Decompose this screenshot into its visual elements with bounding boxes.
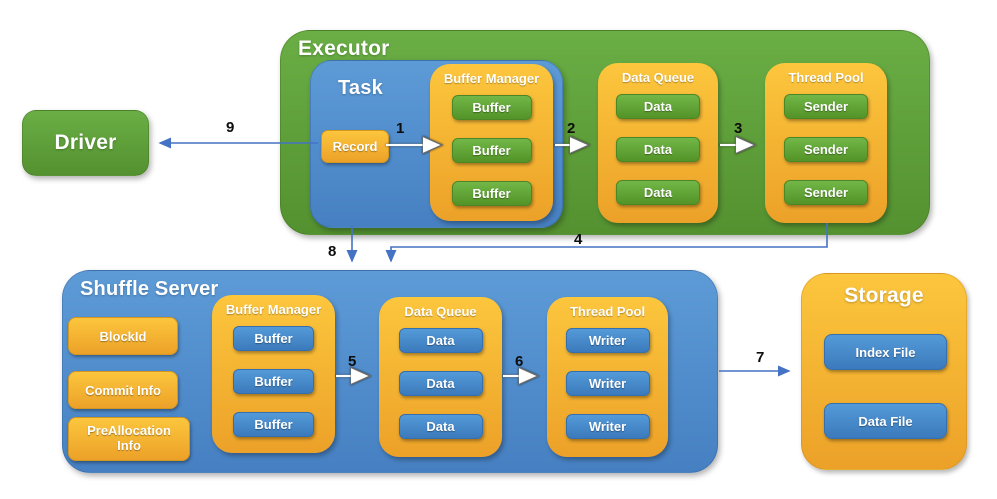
executor-thread-pool: Thread Pool Sender Sender Sender [765, 63, 887, 223]
commit-info-box: Commit Info [68, 371, 178, 409]
shuffle-data-list: Data Data Data [398, 328, 483, 439]
executor-buffer-manager-title: Buffer Manager [443, 71, 540, 86]
preallocation-info-box: PreAllocation Info [68, 417, 190, 461]
shuffle-thread-pool: Thread Pool Writer Writer Writer [547, 297, 668, 457]
storage-title: Storage [844, 284, 924, 307]
buffer-item: Buffer [233, 412, 314, 437]
data-item: Data [398, 414, 483, 439]
data-item: Data [398, 371, 483, 396]
data-file-box: Data File [824, 403, 947, 439]
writer-item: Writer [565, 371, 650, 396]
shuffle-data-queue: Data Queue Data Data Data [379, 297, 502, 457]
sender-item: Sender [784, 137, 868, 162]
executor-sender-list: Sender Sender Sender [784, 94, 868, 205]
executor-thread-pool-title: Thread Pool [788, 70, 864, 85]
shuffle-thread-pool-title: Thread Pool [569, 304, 646, 319]
buffer-item: Buffer [451, 138, 532, 163]
executor-data-list: Data Data Data [616, 94, 700, 205]
arrow-label-2: 2 [567, 120, 576, 137]
index-file-box: Index File [824, 334, 947, 370]
data-item: Data [616, 137, 700, 162]
arrow-label-6: 6 [515, 353, 524, 370]
record-box: Record [321, 130, 389, 163]
executor-title: Executor [298, 37, 390, 60]
arrow-label-5: 5 [348, 353, 357, 370]
storage-box: Storage Index File Data File [801, 273, 967, 470]
shuffle-buffer-manager-title: Buffer Manager [225, 302, 322, 317]
arrow-label-1: 1 [396, 120, 405, 137]
arrow-label-4: 4 [574, 231, 583, 248]
data-item: Data [616, 180, 700, 205]
data-item: Data [616, 94, 700, 119]
executor-buffer-manager: Buffer Manager Buffer Buffer Buffer [430, 64, 553, 221]
driver-title: Driver [54, 131, 117, 154]
executor-data-queue: Data Queue Data Data Data [598, 63, 718, 223]
arrow-label-9: 9 [226, 119, 235, 136]
sender-item: Sender [784, 94, 868, 119]
data-item: Data [398, 328, 483, 353]
buffer-item: Buffer [233, 369, 314, 394]
writer-item: Writer [565, 328, 650, 353]
shuffle-buffer-list: Buffer Buffer Buffer [233, 326, 314, 437]
task-title: Task [338, 77, 383, 99]
arrow-label-3: 3 [734, 120, 743, 137]
blockid-box: BlockId [68, 317, 178, 355]
buffer-item: Buffer [233, 326, 314, 351]
buffer-item: Buffer [451, 181, 532, 206]
arrow-label-7: 7 [756, 349, 765, 366]
executor-buffer-list: Buffer Buffer Buffer [451, 95, 532, 206]
buffer-item: Buffer [451, 95, 532, 120]
writer-item: Writer [565, 414, 650, 439]
shuffle-server-title: Shuffle Server [80, 278, 219, 300]
shuffle-writer-list: Writer Writer Writer [565, 328, 650, 439]
executor-data-queue-title: Data Queue [621, 70, 695, 85]
driver-box: Driver [22, 110, 149, 176]
shuffle-data-queue-title: Data Queue [404, 304, 477, 319]
sender-item: Sender [784, 180, 868, 205]
arrow-label-8: 8 [328, 243, 337, 260]
shuffle-buffer-manager: Buffer Manager Buffer Buffer Buffer [212, 295, 335, 453]
